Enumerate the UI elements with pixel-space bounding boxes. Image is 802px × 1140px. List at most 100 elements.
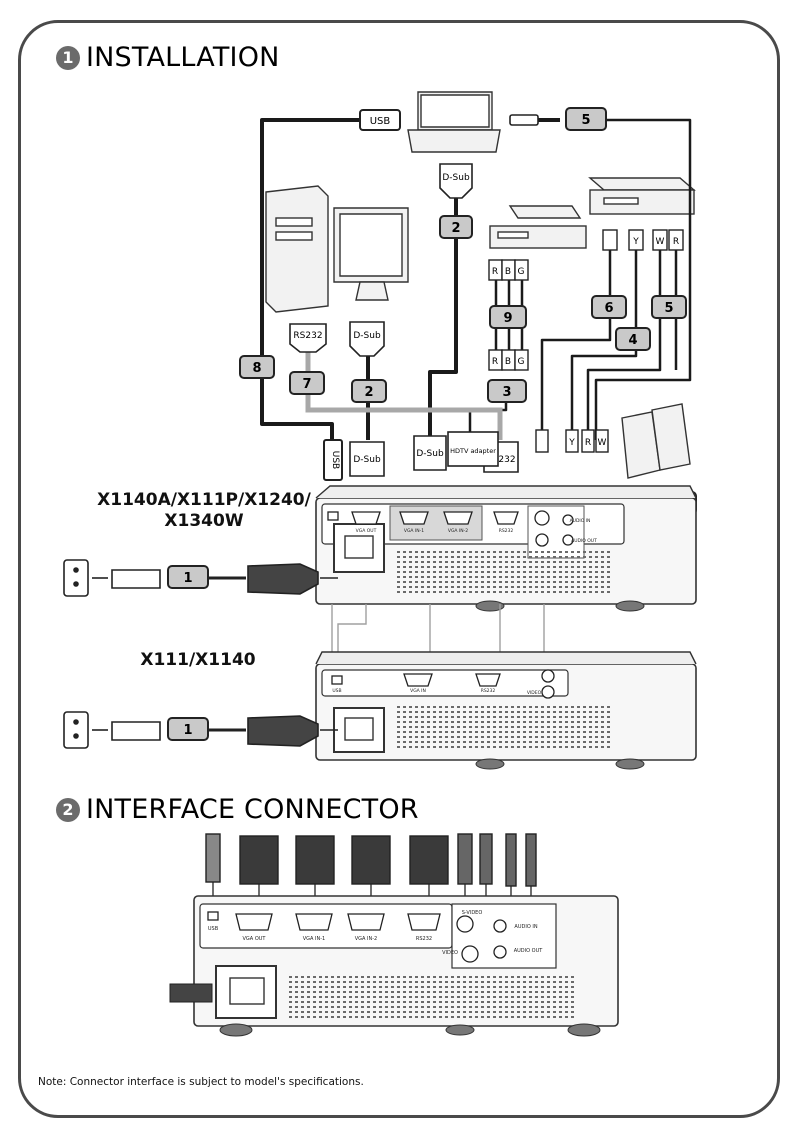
power-cord-icon [63, 711, 338, 749]
svg-text:3: 3 [502, 385, 511, 400]
s-video-port-icon [541, 669, 555, 683]
svg-text:2: 2 [451, 221, 460, 236]
badge-vga: 2 [351, 379, 387, 403]
rca-plugs-icon [488, 229, 684, 453]
usb-connector-icon: USB USB [323, 109, 401, 481]
badge-audio: 5 [565, 107, 607, 131]
svg-text:5: 5 [581, 113, 590, 128]
s-video-port-icon [534, 510, 550, 526]
rca-label-b: B [505, 357, 511, 367]
laptop-vga-cable [428, 198, 458, 436]
usb-port-icon [327, 511, 339, 521]
audio-in-port-icon [493, 919, 507, 933]
speakers-icon [621, 403, 691, 479]
badge-svideo: 6 [591, 295, 627, 319]
badge-power: 1 [167, 565, 209, 589]
port-label: AUDIO OUT [514, 948, 544, 954]
dsub-connector-icon [349, 163, 473, 477]
badge-component: 3 [487, 379, 527, 403]
port-label: AUDIO OUT [571, 538, 597, 544]
audio-out-port-icon [493, 945, 507, 959]
port-label: VGA OUT [356, 528, 377, 534]
rs232-port-icon [475, 673, 501, 687]
dvd-player-icon [588, 177, 696, 215]
port-label: VGA IN-2 [448, 528, 468, 534]
rca-label-r: R [585, 438, 591, 448]
rca-label-g: G [518, 267, 525, 277]
interface-title: INTERFACE CONNECTOR [86, 794, 419, 825]
vga-out-port-icon [351, 511, 381, 525]
svg-text:6: 6 [604, 301, 613, 316]
installation-title: INSTALLATION [86, 42, 280, 73]
rca-label-r: R [492, 267, 498, 277]
port-label: S-VIDEO [462, 910, 483, 916]
dsub-label: D-Sub [416, 449, 444, 459]
svg-text:4: 4 [628, 333, 637, 348]
hdtv-adapter-icon: HDTV adapter [447, 431, 499, 467]
rca-label-w: W [598, 438, 607, 448]
interface-connector-plugs [205, 833, 537, 887]
usb-port-icon [207, 911, 219, 921]
svg-text:9: 9 [503, 311, 512, 326]
rca-label-y: Y [632, 237, 639, 247]
page-frame [18, 20, 780, 1118]
port-label: AUDIO IN [570, 518, 591, 524]
projector-full-icon [315, 485, 697, 612]
port-label: VGA OUT [243, 936, 267, 942]
dsub-label: D-Sub [353, 455, 381, 465]
projector-basic-icon [315, 651, 697, 770]
usb-connector-label: USB [370, 116, 391, 127]
dsub-label: D-Sub [353, 331, 381, 341]
badge-vga: 2 [439, 215, 473, 239]
usb-cable [260, 118, 360, 440]
power-cord-icon [63, 559, 338, 597]
vga-in-2-port-icon [443, 511, 473, 525]
port-label: VGA IN-2 [355, 936, 378, 942]
usb-connector-label: USB [330, 451, 340, 469]
installation-heading: 1 INSTALLATION [56, 42, 280, 73]
port-label: USB [208, 926, 219, 932]
model-label-line: X1140A/X111P/X1240/ [97, 490, 311, 510]
badge-audio: 5 [651, 295, 687, 319]
badge-rgb-cable: 9 [489, 305, 527, 329]
port-label: RS232 [499, 528, 514, 534]
model-label-line: X1340W [164, 511, 244, 531]
desktop-tower-icon [265, 185, 329, 313]
port-label: VGA IN-1 [303, 936, 326, 942]
badge-rs232: 7 [289, 371, 325, 395]
vga-out-port-icon [235, 913, 273, 931]
video-port-icon [541, 685, 555, 699]
svg-text:1: 1 [183, 723, 192, 738]
vga-in-1-port-icon [295, 913, 333, 931]
video-port-icon [461, 945, 479, 963]
rs232-port-icon [407, 913, 441, 931]
rca-label-y: Y [568, 438, 575, 448]
vcr-icon [489, 205, 587, 249]
svg-text:5: 5 [664, 301, 673, 316]
section-number-badge: 1 [56, 45, 80, 70]
port-label: AUDIO IN [514, 924, 537, 930]
vga-in-1-port-icon [399, 511, 429, 525]
rs232-port-icon [493, 511, 519, 525]
rca-label-g: G [518, 357, 525, 367]
footnote: Note: Connector interface is subject to … [38, 1076, 364, 1088]
section-number-badge: 2 [56, 797, 80, 822]
port-label: VIDEO [527, 690, 542, 696]
svg-text:2: 2 [364, 385, 373, 400]
svg-text:7: 7 [302, 377, 311, 392]
s-video-port-icon [456, 915, 474, 933]
hdtv-adapter-label: HDTV adapter [450, 447, 496, 455]
port-label: VGA IN-1 [404, 528, 424, 534]
audio-out-port-icon [562, 534, 574, 546]
rs232-label: RS232 [486, 455, 515, 465]
video-port-icon [535, 533, 549, 547]
svg-text:1: 1 [183, 571, 192, 586]
port-label: USB [332, 688, 341, 694]
port-label: RS232 [481, 688, 496, 694]
dsub-label: D-Sub [442, 173, 470, 183]
interface-heading: 2 INTERFACE CONNECTOR [56, 794, 419, 825]
audio-plug-icon [509, 114, 539, 126]
laptop-icon [407, 91, 501, 153]
vga-in-2-port-icon [347, 913, 385, 931]
